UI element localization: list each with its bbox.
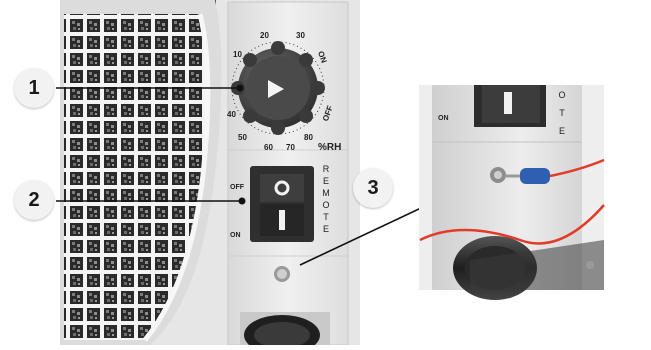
hose-fitting	[240, 312, 330, 350]
callout-3-badge: 3	[353, 168, 393, 208]
inset-remote-letter: O	[558, 90, 565, 100]
dial-on-label: ON	[316, 50, 329, 65]
red-wire	[419, 204, 605, 245]
red-wire	[549, 158, 605, 178]
humidistat-dial[interactable]	[231, 41, 325, 135]
rocker-switch[interactable]	[250, 166, 314, 242]
remote-vertical-label: R E M O T E	[322, 164, 330, 234]
dial-pointer-icon	[268, 80, 284, 98]
remote-letter: M	[322, 188, 330, 198]
rocker-off-label: OFF	[230, 184, 245, 191]
inset-on-symbol-icon	[504, 92, 512, 114]
dial-tick-label: 30	[296, 31, 305, 40]
dial-unit-label: %RH	[318, 142, 341, 153]
inset-remote-letter: E	[559, 126, 565, 136]
inset-on-label: ON	[438, 115, 449, 122]
dial-tick-label: 20	[260, 31, 269, 40]
callout-dot-2	[238, 197, 246, 205]
dial-tick-label: 10	[233, 50, 242, 59]
callout-2-badge: 2	[14, 180, 54, 220]
rocker-labels: OFF ON	[230, 184, 245, 239]
dial-tick-label: 80	[304, 133, 313, 142]
dial-scale: 10 20 30 40 50 60 70 80 ON OFF %RH	[227, 31, 341, 153]
wire-connector	[520, 168, 550, 184]
remote-letter: O	[322, 200, 329, 210]
inset-detail-photo: ON O T E	[419, 85, 605, 300]
remote-letter: E	[323, 176, 329, 186]
fan-grille	[60, 0, 222, 345]
dial-tick-label: 40	[227, 110, 236, 119]
remote-letter: T	[323, 212, 329, 222]
off-symbol-icon	[274, 180, 290, 196]
callout-dot-1	[236, 84, 244, 92]
on-symbol-icon	[279, 210, 285, 230]
dial-tick-label: 70	[286, 143, 295, 152]
inset-remote-letter: T	[559, 108, 565, 118]
remote-port[interactable]	[274, 266, 290, 282]
rocker-on-label: ON	[230, 232, 241, 239]
remote-letter: R	[323, 164, 330, 174]
remote-letter: E	[323, 224, 329, 234]
dial-tick-label: 50	[238, 133, 247, 142]
callout-1-badge: 1	[14, 68, 54, 108]
dial-tick-label: 60	[264, 143, 273, 152]
